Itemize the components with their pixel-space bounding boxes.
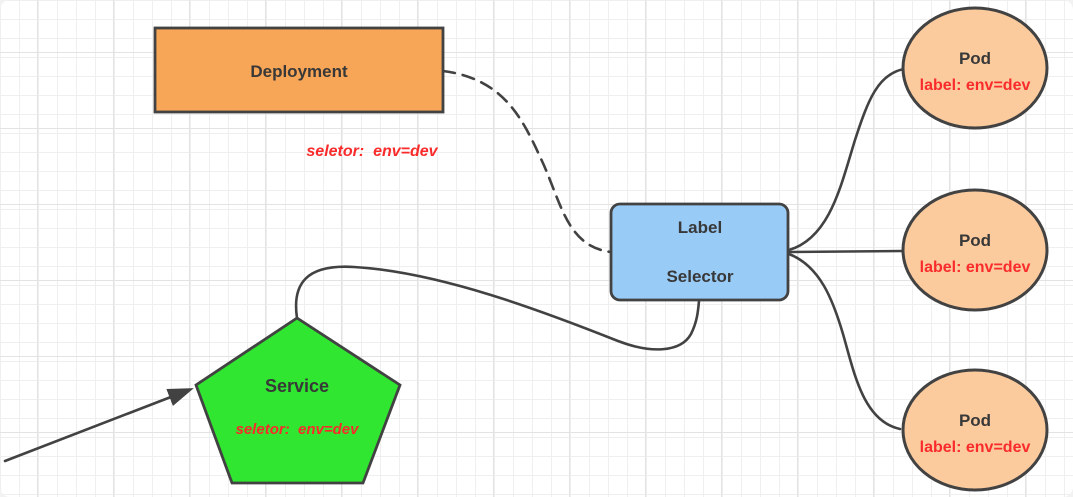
edge-selector-to-pod-3[interactable]: [787, 252, 902, 431]
service-node: Service seletor: env=dev: [194, 316, 402, 485]
pod-1-env-label: label: env=dev: [920, 77, 1031, 94]
edge-selector-to-pod-1[interactable]: [787, 67, 906, 252]
service-selector-annotation: seletor: env=dev: [236, 421, 361, 438]
pod-3-env-label: label: env=dev: [920, 439, 1031, 456]
label-selector-rect[interactable]: [609, 202, 790, 302]
pod-1-ellipse[interactable]: [901, 6, 1049, 130]
label-selector-label-line1: Label: [678, 218, 722, 237]
pod-2-ellipse[interactable]: [901, 188, 1049, 312]
label-selector-label-line2: Selector: [666, 267, 733, 286]
arrow-to-service[interactable]: [3, 388, 194, 463]
deployment-label: Deployment: [250, 62, 348, 81]
pod-node-2: Pod label: env=dev: [901, 188, 1049, 312]
service-pentagon[interactable]: [194, 316, 402, 485]
service-label: Service: [265, 376, 329, 396]
pod-node-3: Pod label: env=dev: [901, 368, 1049, 492]
pod-3-label: Pod: [959, 411, 991, 430]
edge-deployment-to-selector[interactable]: [441, 69, 613, 254]
pod-1-label: Pod: [959, 49, 991, 68]
pod-2-env-label: label: env=dev: [920, 259, 1031, 276]
edge-service-to-selector[interactable]: [294, 265, 701, 351]
deployment-rect[interactable]: [153, 26, 445, 114]
pod-2-label: Pod: [959, 231, 991, 250]
deployment-selector-annotation: seletor: env=dev: [306, 143, 438, 160]
label-selector-node: Label Selector: [609, 202, 790, 302]
deployment-node: Deployment: [153, 26, 445, 114]
edge-selector-to-pod-2[interactable]: [787, 249, 906, 254]
pod-node-1: Pod label: env=dev: [901, 6, 1049, 130]
pod-3-ellipse[interactable]: [901, 368, 1049, 492]
